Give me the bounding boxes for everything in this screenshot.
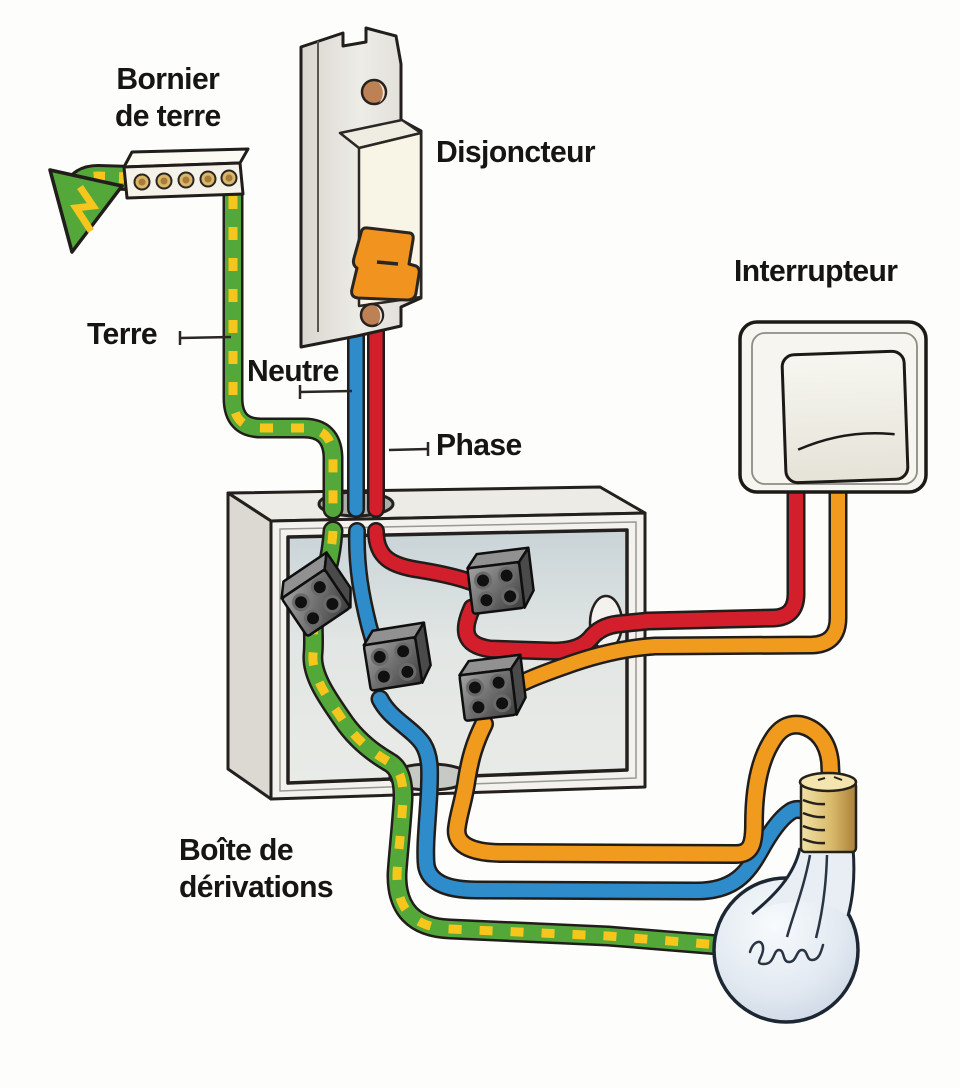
label-neutre: Neutre [247, 353, 339, 388]
label-line: Boîte de [179, 832, 294, 867]
wall-switch [738, 320, 928, 494]
breaker-screw-top [360, 78, 388, 106]
earth-terminal-block [48, 147, 250, 254]
label-boite-de-derivations: Boîte de dérivations [179, 831, 334, 905]
terre-pointer [178, 331, 232, 345]
connector-block-middle [360, 621, 435, 693]
label-terre: Terre [87, 316, 158, 351]
label-line: Bornier [116, 61, 220, 96]
label-interrupteur: Interrupteur [734, 253, 898, 288]
bulb-socket [798, 771, 858, 854]
breaker-toggle [350, 226, 421, 302]
phase-pointer [388, 442, 430, 456]
junction-box-interior [286, 528, 629, 785]
label-bornier-de-terre: Bornier de terre [96, 60, 240, 134]
connector-block-bottom-right [456, 653, 529, 723]
earth-arrow-icon [48, 170, 130, 254]
label-phase: Phase [436, 427, 522, 462]
circuit-breaker [299, 26, 423, 349]
label-line: de terre [114, 98, 221, 133]
terminal-screw-holes [133, 169, 238, 191]
light-bulb [712, 771, 860, 1024]
label-disjoncteur: Disjoncteur [436, 134, 596, 169]
neutre-pointer [298, 385, 353, 399]
bulb-filament [748, 940, 825, 966]
pointer-lines [178, 331, 430, 456]
label-line: dérivations [179, 869, 334, 904]
switch-rocker [780, 349, 910, 485]
connector-block-top-right [464, 546, 537, 616]
breaker-screw-bottom [359, 302, 385, 328]
